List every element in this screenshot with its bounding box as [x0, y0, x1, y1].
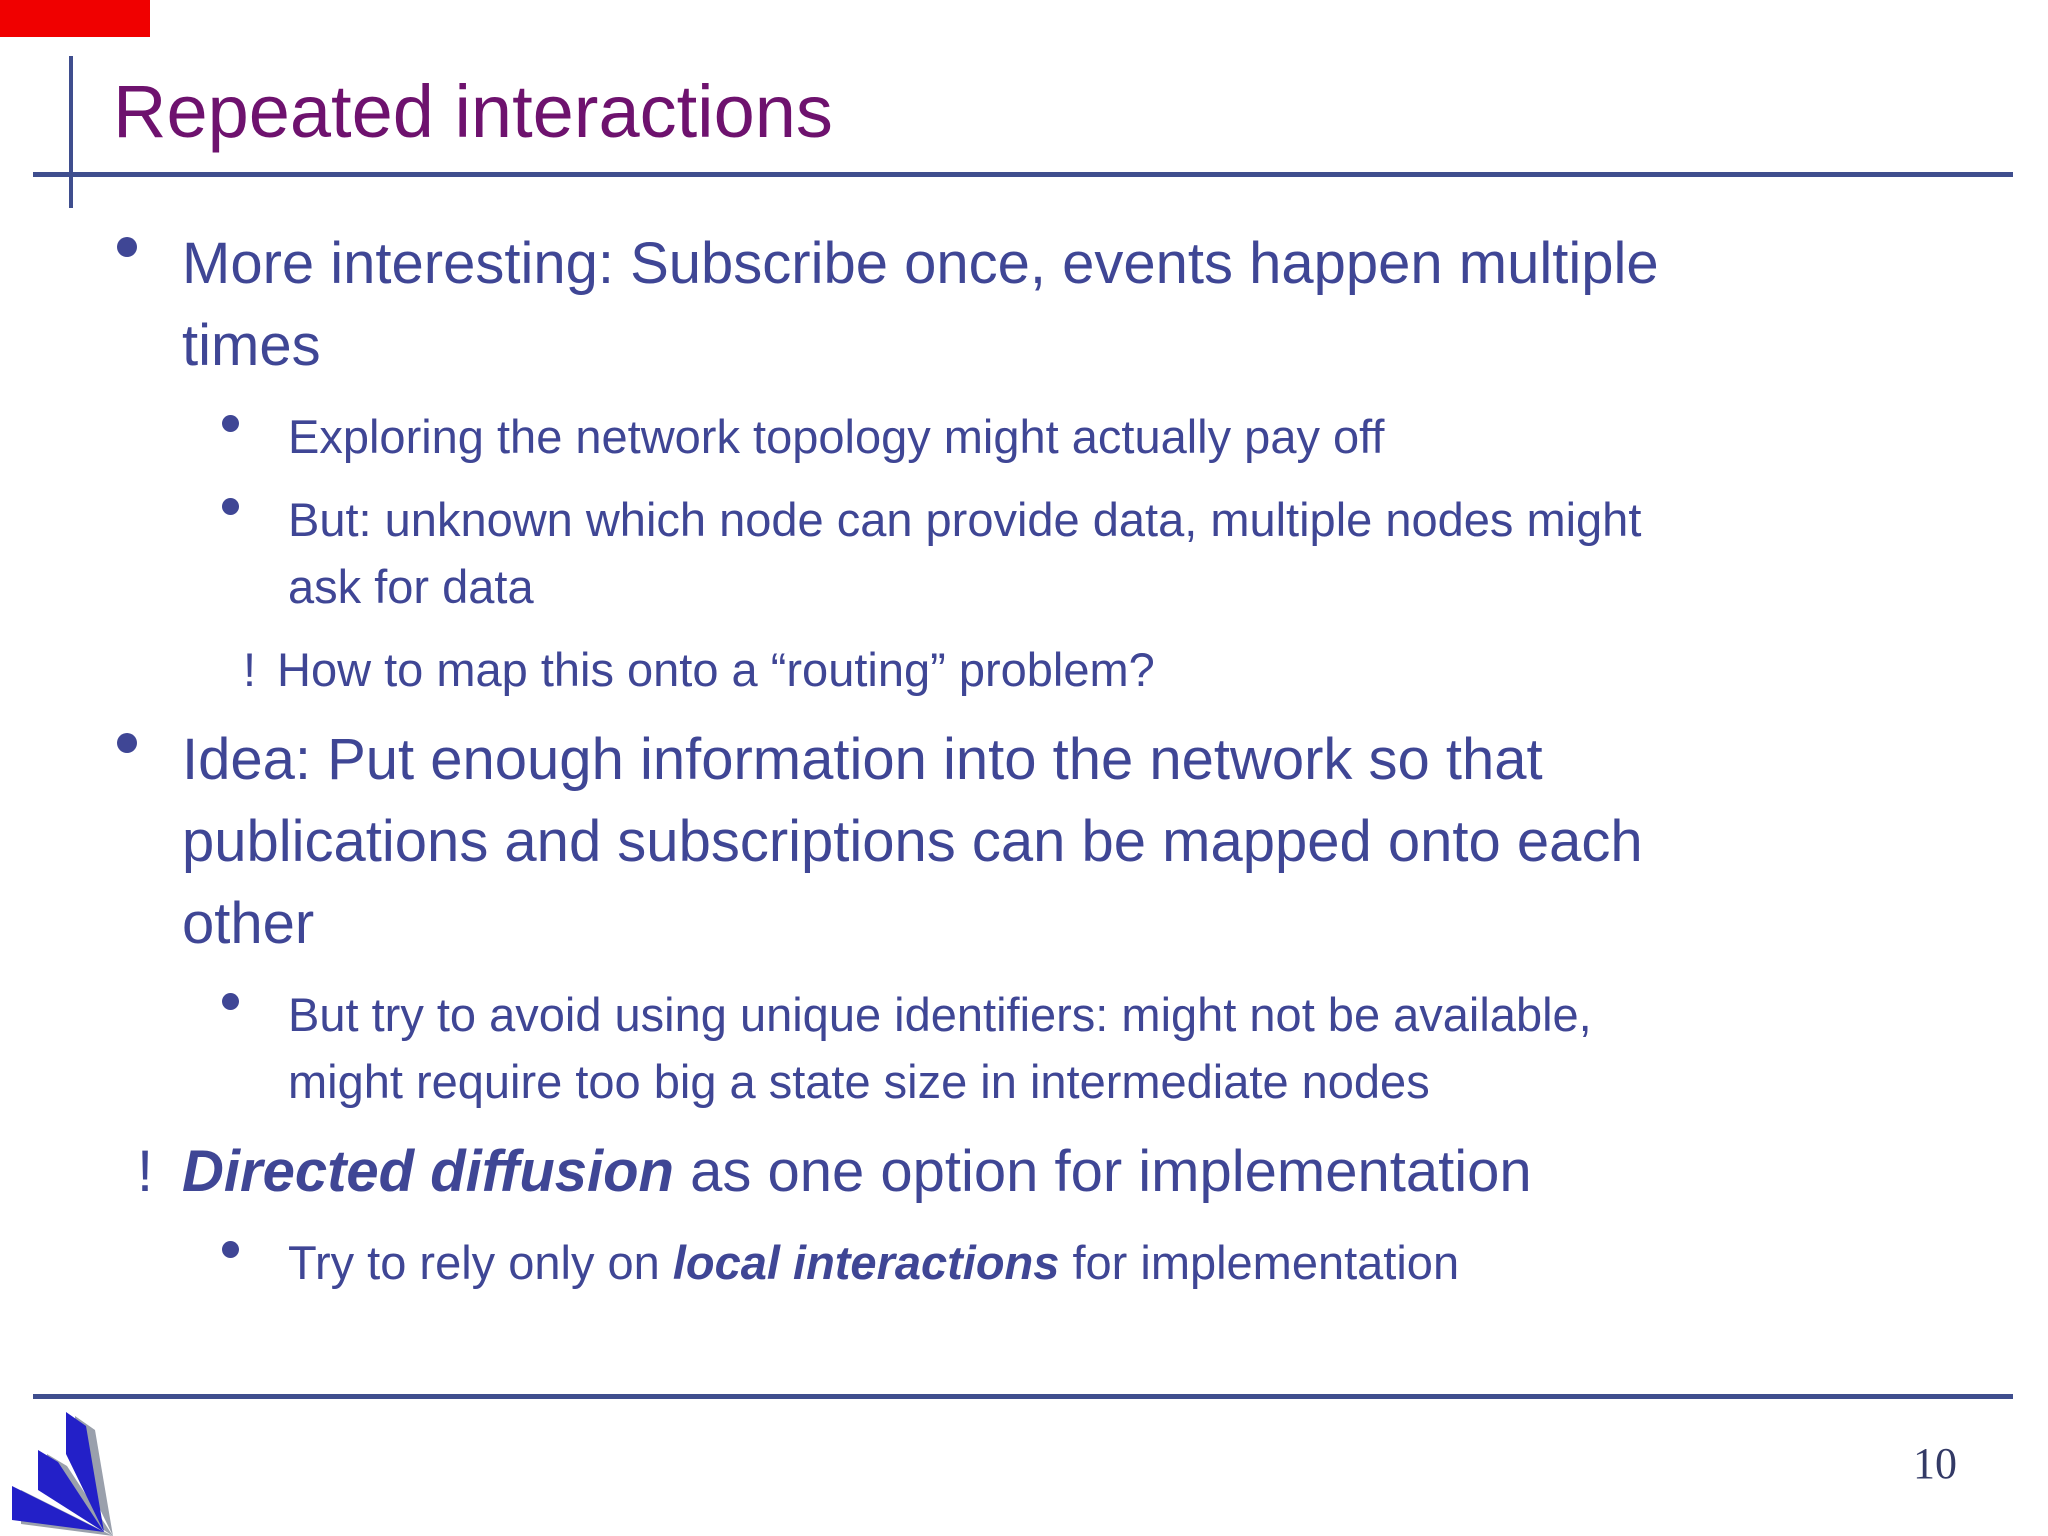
bullet-text-line: publications and subscriptions can be ma…: [182, 809, 1643, 874]
list-item: But try to avoid using unique identifier…: [0, 981, 2048, 1115]
bullet-dot-icon: [222, 498, 239, 515]
page-number: 10: [1913, 1439, 1957, 1488]
exclamation-bullet-icon: !: [243, 643, 257, 696]
bullet-text-line: Try to rely only on local interactions f…: [288, 1236, 1460, 1289]
bullet-text-line: times: [182, 313, 321, 378]
title-vertical-rule: [69, 56, 73, 208]
exclamation-bullet-icon: !: [137, 1139, 154, 1204]
bullet-dot-icon: [117, 733, 137, 753]
bullet-text-line: Exploring the network topology might act…: [288, 410, 1385, 463]
list-item: Try to rely only on local interactions f…: [0, 1229, 2048, 1296]
red-corner-flag: [0, 0, 150, 37]
slide-title: Repeated interactions: [113, 70, 833, 153]
list-item: Idea: Put enough information into the ne…: [0, 719, 2048, 965]
bullet-dot-icon: [222, 415, 239, 432]
footer-rule: [33, 1394, 2013, 1399]
bullet-dot-icon: [117, 237, 137, 257]
university-logo: [12, 1412, 113, 1536]
bullet-dot-icon: [222, 993, 239, 1010]
bullet-text-line: Directed diffusion as one option for imp…: [182, 1139, 1532, 1204]
bullet-text-line: might require too big a state size in in…: [288, 1055, 1430, 1108]
list-item: But: unknown which node can provide data…: [0, 486, 2048, 620]
title-horizontal-rule: [33, 172, 2013, 177]
bullet-text-line: More interesting: Subscribe once, events…: [182, 231, 1659, 296]
bullet-text-line: Idea: Put enough information into the ne…: [182, 727, 1543, 792]
bullet-text-line: But: unknown which node can provide data…: [288, 493, 1642, 546]
bullet-text-line: How to map this onto a “routing” problem…: [277, 643, 1155, 696]
bullet-text-line: other: [182, 891, 315, 956]
bullet-dot-icon: [222, 1241, 239, 1258]
list-item: ! Directed diffusion as one option for im…: [0, 1131, 2048, 1213]
logo-sails: [12, 1412, 104, 1532]
list-item: Exploring the network topology might act…: [0, 403, 2048, 470]
bullet-text-line: But try to avoid using unique identifier…: [288, 988, 1592, 1041]
bullet-text-line: ask for data: [288, 560, 534, 613]
list-item: ! How to map this onto a “routing” proble…: [0, 636, 2048, 703]
list-item: More interesting: Subscribe once, events…: [0, 223, 2048, 387]
bullet-list: More interesting: Subscribe once, events…: [0, 223, 2048, 1312]
